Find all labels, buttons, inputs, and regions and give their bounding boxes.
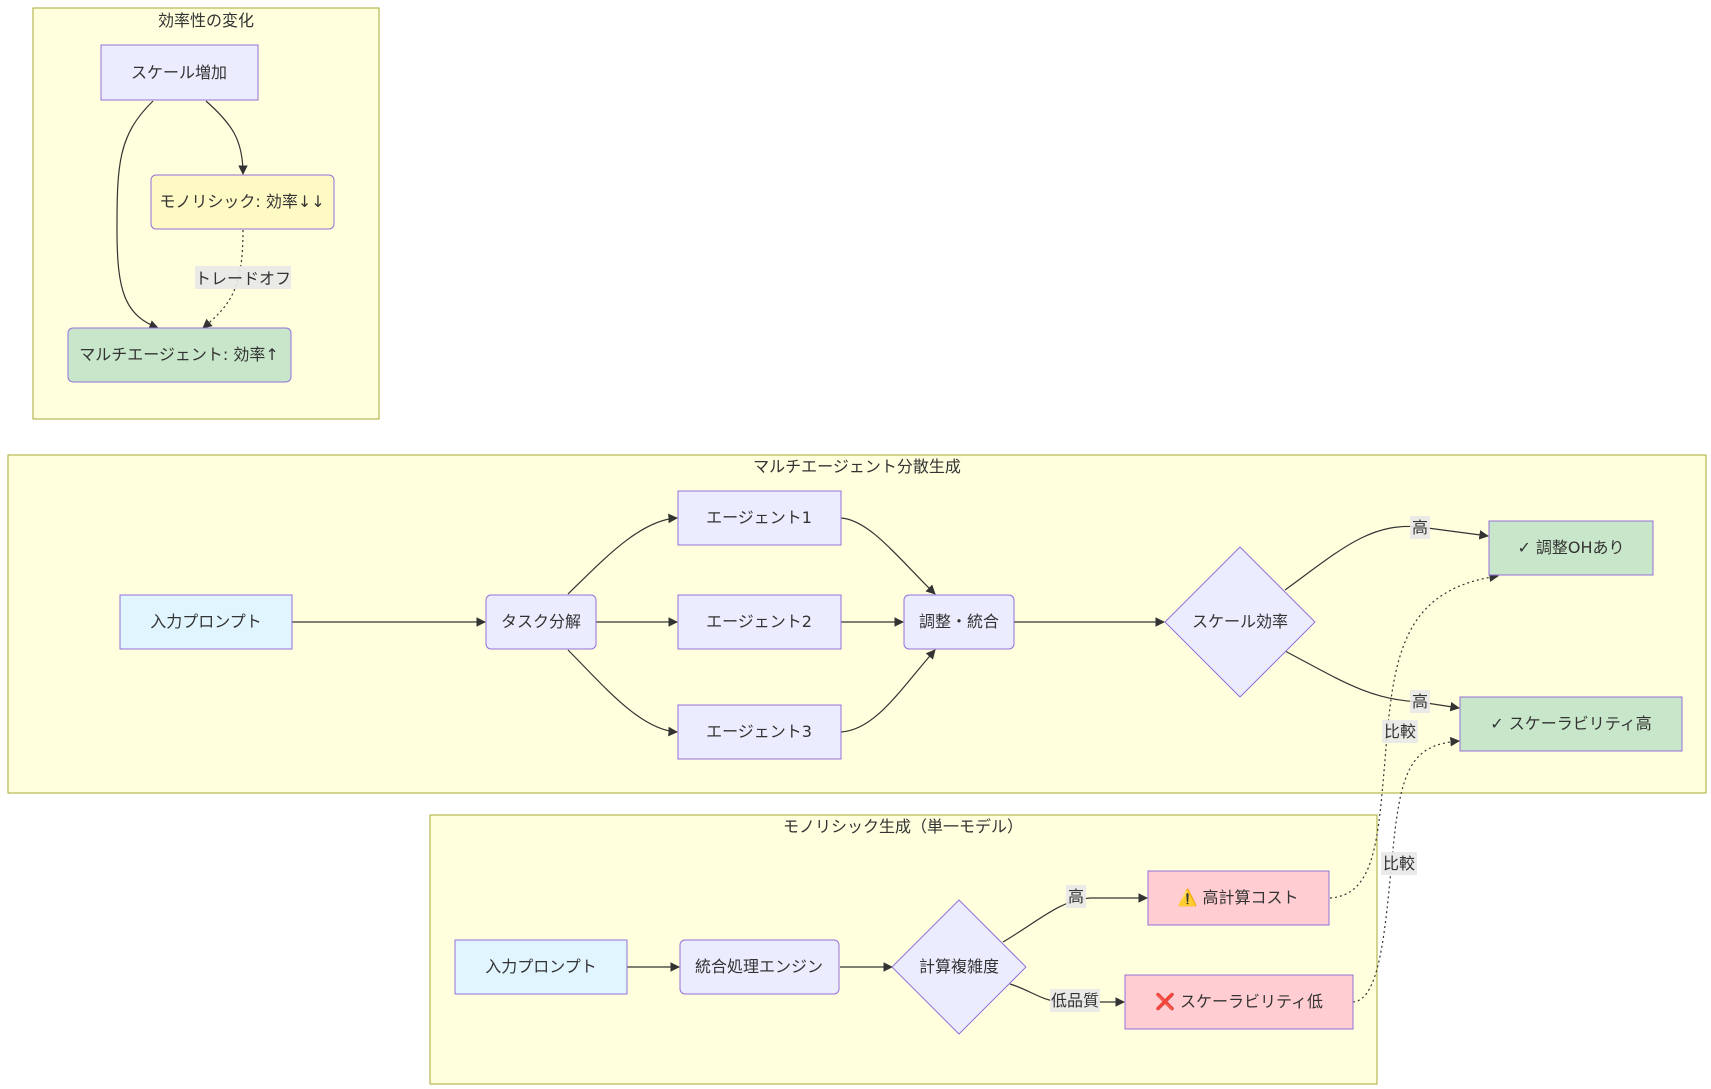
node-complexity-decision: 計算複雑度: [891, 899, 1027, 1035]
cluster-multi-agent-title: マルチエージェント分散生成: [753, 457, 961, 476]
edge-label-low-quality: 低品質: [1050, 989, 1100, 1012]
node-integrate: 調整・統合: [903, 594, 1015, 650]
edge-agent3-to-integrate: [840, 649, 936, 733]
svg-text:モノリシック: 効率↓↓: モノリシック: 効率↓↓: [159, 192, 324, 211]
svg-text:高: 高: [1412, 692, 1428, 711]
svg-text:トレードオフ: トレードオフ: [195, 269, 291, 288]
node-coordination-overhead: ✓ 調整OHあり: [1488, 520, 1654, 576]
svg-text:✓ スケーラビリティ高: ✓ スケーラビリティ高: [1490, 714, 1652, 733]
edge-task-split-to-agent1: [567, 513, 678, 595]
svg-text:⚠️ 高計算コスト: ⚠️ 高計算コスト: [1177, 888, 1298, 907]
cluster-efficiency-title: 効率性の変化: [158, 11, 254, 30]
edge-scale-to-mono-eff: [205, 100, 248, 175]
edge-label-compare-1: 比較: [1382, 720, 1418, 743]
node-scalability-low: ❌ スケーラビリティ低: [1124, 974, 1354, 1030]
svg-text:スケール効率: スケール効率: [1192, 612, 1288, 631]
svg-text:高: 高: [1068, 887, 1084, 906]
svg-text:スケール増加: スケール増加: [131, 63, 227, 82]
edge-mono-eff-to-multi-eff: [202, 229, 244, 329]
edge-agent1-to-integrate: [840, 517, 936, 595]
edge-label-compare-2: 比較: [1381, 852, 1417, 875]
node-multi-input-prompt: 入力プロンプト: [119, 594, 293, 650]
svg-text:計算複雑度: 計算複雑度: [919, 957, 999, 976]
node-scale-up: スケール増加: [100, 44, 259, 101]
svg-text:エージェント3: エージェント3: [706, 722, 812, 741]
svg-text:タスク分解: タスク分解: [501, 612, 581, 631]
svg-text:比較: 比較: [1384, 722, 1416, 741]
node-agent-1: エージェント1: [677, 490, 842, 546]
node-task-split: タスク分解: [485, 594, 597, 650]
svg-text:エージェント1: エージェント1: [706, 508, 812, 527]
edge-label-high-scal: 高: [1410, 690, 1430, 713]
edge-cost-high-to-coord-oh: [1329, 572, 1499, 899]
node-mono-efficiency: モノリシック: 効率↓↓: [150, 174, 335, 230]
edge-complexity-to-cost-high: [1002, 893, 1148, 943]
svg-text:入力プロンプト: 入力プロンプト: [150, 612, 262, 631]
svg-text:調整・統合: 調整・統合: [919, 612, 999, 631]
svg-text:マルチエージェント: 効率↑: マルチエージェント: 効率↑: [79, 345, 279, 364]
node-agent-3: エージェント3: [677, 704, 842, 760]
edge-task-split-to-agent3: [567, 649, 678, 737]
node-high-compute-cost: ⚠️ 高計算コスト: [1147, 870, 1330, 926]
svg-text:比較: 比較: [1383, 854, 1415, 873]
svg-text:高: 高: [1412, 518, 1428, 537]
node-mono-input-prompt: 入力プロンプト: [454, 939, 628, 995]
edge-label-high-cost: 高: [1066, 885, 1086, 908]
cluster-monolithic-title: モノリシック生成（単一モデル）: [783, 817, 1023, 836]
svg-text:統合処理エンジン: 統合処理エンジン: [695, 957, 823, 976]
svg-text:❌ スケーラビリティ低: ❌ スケーラビリティ低: [1155, 992, 1323, 1011]
node-multi-efficiency: マルチエージェント: 効率↑: [67, 327, 292, 383]
svg-text:入力プロンプト: 入力プロンプト: [485, 957, 597, 976]
svg-text:✓ 調整OHあり: ✓ 調整OHあり: [1517, 538, 1624, 557]
svg-text:エージェント2: エージェント2: [706, 612, 812, 631]
node-scale-efficiency-decision: スケール効率: [1164, 546, 1316, 698]
edge-label-high-coord: 高: [1410, 516, 1430, 539]
node-integrated-engine: 統合処理エンジン: [679, 939, 840, 995]
edge-labels: トレードオフ 高 高 比較 比較 高 低品質: [195, 266, 1430, 1012]
edge-label-tradeoff: トレードオフ: [195, 266, 291, 289]
node-agent-2: エージェント2: [677, 594, 842, 650]
svg-text:低品質: 低品質: [1051, 991, 1099, 1010]
node-scalability-high: ✓ スケーラビリティ高: [1459, 696, 1683, 752]
edge-scale-to-multi-eff: [116, 100, 159, 330]
